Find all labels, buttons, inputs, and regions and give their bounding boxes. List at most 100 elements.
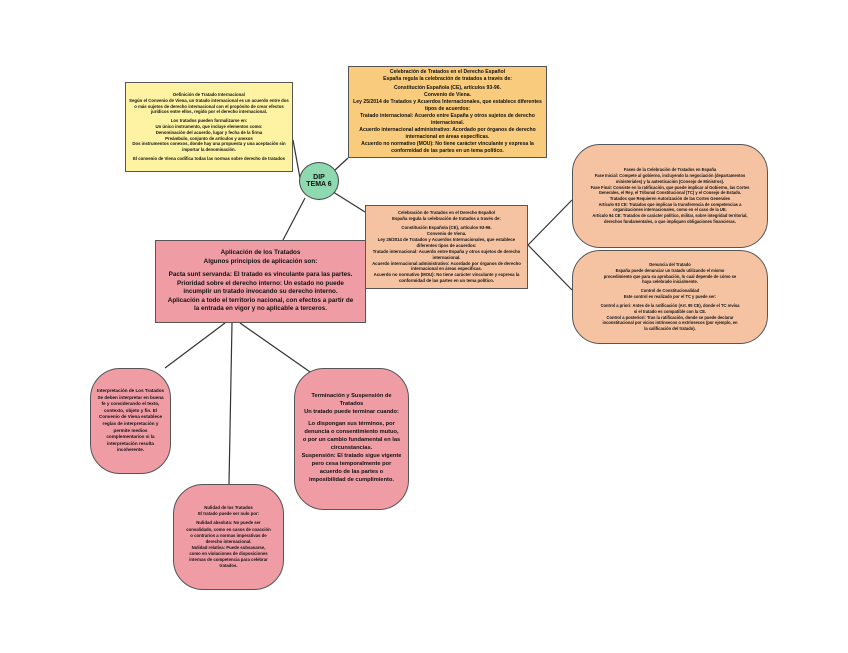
node-line: Un único instrumento, que incluye elemen… bbox=[155, 124, 263, 130]
node-line: inconstitucional por vicios intrínsecos … bbox=[602, 320, 738, 326]
node-line: Nulidad absoluta: No puede ser bbox=[196, 520, 261, 526]
connector-celebracion-fases bbox=[527, 199, 573, 246]
interpretacion-node[interactable]: Interpretación de Los Tratados Se deben … bbox=[90, 368, 171, 474]
node-line: Ley 25/2014 de Tratados y Acuerdos Inter… bbox=[353, 98, 542, 105]
node-line: permite medios bbox=[113, 427, 148, 433]
node-line: Denuncia del Tratado bbox=[649, 262, 691, 268]
fases-node[interactable]: Fases de la Celebración de Tratados en E… bbox=[572, 144, 768, 248]
node-line: importar la denominación. bbox=[182, 146, 236, 152]
aplicacion-node[interactable]: Aplicación de los Tratados Algunos princ… bbox=[155, 240, 366, 323]
node-line: Suspensión: El tratado sigue vigente bbox=[301, 453, 402, 460]
node-line: Definición de Tratado Internacional bbox=[173, 92, 245, 98]
node-line: la calificación del tratado). bbox=[644, 326, 696, 331]
connector-root-aplicacion bbox=[282, 197, 306, 241]
node-line: o por un cambio fundamental en las bbox=[302, 437, 401, 444]
node-line: contexto, objeto y fin. El bbox=[103, 407, 158, 413]
node-line: Acuerdo internacional administrativo: Ac… bbox=[372, 260, 521, 266]
node-line: internacional en áreas específicas. bbox=[411, 266, 482, 272]
node-line: como en violaciones de disposiciones bbox=[189, 550, 268, 556]
node-line: Pacta sunt servanda: El tratado es vincu… bbox=[168, 271, 353, 279]
node-line: Se deben interpretar en buena bbox=[97, 394, 164, 400]
node-line: conformidad de las partes en un tema pol… bbox=[391, 147, 504, 154]
node-line: incumplir un tratado invocando su derech… bbox=[183, 288, 338, 296]
terminacion-node[interactable]: Terminación y Suspensión de Tratados Un … bbox=[294, 368, 409, 510]
node-line: Según el Convenio de Viena, un tratado i… bbox=[129, 98, 289, 104]
node-line: Los tratados pueden formalizarse en: bbox=[170, 118, 248, 124]
node-line: Constitución Española (CE), artículos 93… bbox=[394, 84, 501, 91]
node-line: Preámbulo, conjunto de artículos y anexo… bbox=[165, 135, 253, 141]
node-line: Ley 25/2014 de Tratados y Acuerdos Inter… bbox=[377, 236, 516, 242]
node-line: Nulidad relativa: Puede subsanarse, bbox=[191, 544, 266, 550]
connector-root-celebracion-top bbox=[334, 157, 349, 171]
node-line: Algunos principios de aplicación son: bbox=[203, 257, 318, 265]
node-line: tratados. bbox=[219, 563, 238, 569]
node-line: Este control es realizado por el TC y pu… bbox=[623, 294, 717, 300]
node-line: conformidad de las partes en un tema pol… bbox=[398, 278, 495, 284]
node-line: Artículo 93 CE: Tratados que implican la… bbox=[598, 201, 742, 207]
node-line: Tratados bbox=[339, 400, 364, 407]
denuncia-node[interactable]: Denuncia del Tratado España puede denunc… bbox=[572, 250, 768, 344]
node-line: internacional. bbox=[430, 119, 465, 126]
node-line: Constitución Española (CE), artículos 93… bbox=[401, 225, 492, 231]
node-line: convalidado, como en casos de coacción bbox=[186, 526, 271, 532]
node-line: acuerdo de las partes o bbox=[319, 469, 384, 476]
node-line: España regula la celebración de tratados… bbox=[392, 215, 501, 221]
connector-celebracion-denuncia bbox=[527, 244, 573, 291]
node-line: ministeriales) y la autenticación (Conse… bbox=[615, 178, 725, 184]
node-line: Terminación y Suspensión de bbox=[311, 392, 392, 399]
node-line: tipos de acuerdos: bbox=[424, 105, 471, 112]
node-line: internacional en áreas específicas. bbox=[405, 133, 490, 140]
node-line: derechos fundamentales, o que impliquen … bbox=[604, 218, 736, 224]
node-line: Aplicación de los Tratados bbox=[220, 249, 301, 257]
node-line: reglas de interpretación y bbox=[102, 421, 159, 426]
node-line: Lo dispongan sus términos, por bbox=[308, 421, 395, 428]
node-line: Prioridad sobre el derecho interno: Un e… bbox=[177, 279, 344, 287]
node-line: Nulidad de los Tratados bbox=[204, 504, 253, 510]
node-line: El tratado puede ser nulo por: bbox=[197, 510, 260, 516]
celebracion-mid-node[interactable]: Celebración de Tratados en el Derecho Es… bbox=[365, 205, 528, 289]
node-line: complementarios si la bbox=[106, 434, 155, 440]
node-line: interpretación resulta bbox=[107, 440, 154, 446]
connector-aplicacion-interpretacion bbox=[164, 322, 226, 369]
root-node[interactable]: DIP TEMA 6 bbox=[299, 162, 339, 200]
node-line: Acuerdo no normativo (MOU): No tiene car… bbox=[361, 140, 534, 147]
node-line: incoherente. bbox=[116, 447, 145, 453]
node-line: Fase Inicial: Compete al gobierno, inclu… bbox=[594, 173, 746, 179]
node-line: Interpretación de Los Tratados bbox=[96, 388, 165, 394]
node-line: Artículo 94 CE: Tratados de carácter pol… bbox=[592, 213, 748, 219]
node-line: fe y considerando el texto, bbox=[101, 401, 160, 407]
node-line: internas de competencia para celebrar bbox=[189, 557, 268, 562]
node-line: la entrada en vigor y no aplicable a ter… bbox=[194, 305, 327, 313]
node-line: Control de Constitucionalidad bbox=[640, 288, 700, 294]
node-line: Dos instrumentos conexos, donde hay una … bbox=[132, 141, 286, 147]
node-line: pero cesa temporalmente por bbox=[311, 461, 392, 468]
node-line: internacional. bbox=[432, 254, 461, 260]
node-line: jurídicos entre ellos, regido por el der… bbox=[150, 109, 268, 115]
node-line: si el tratado es compatible con la CE. bbox=[633, 308, 707, 314]
node-line: Un tratado puede terminar cuando: bbox=[304, 408, 399, 415]
celebracion-top-node[interactable]: Celebración de Tratados en el Derecho Es… bbox=[348, 66, 547, 158]
node-line: derecho internacional. bbox=[205, 538, 252, 544]
definicion-node[interactable]: Definición de Tratado Internacional Segú… bbox=[125, 82, 293, 172]
node-line: o más sujetos de derecho internacional c… bbox=[134, 103, 284, 109]
node-line: denuncia o consentimiento mutuo, bbox=[304, 429, 399, 436]
root-line: TEMA 6 bbox=[306, 181, 332, 188]
node-line: España puede denunciar un tratado utiliz… bbox=[615, 268, 725, 273]
node-line: imposibilidad de cumplimiento. bbox=[308, 477, 394, 484]
node-line: Generales, el Rey, el Tribunal Constituc… bbox=[598, 190, 742, 196]
node-line: España regula la celebración de tratados… bbox=[383, 76, 512, 83]
node-line: Convenio de Viena. bbox=[424, 91, 471, 98]
node-line: Control a priori: Antes de la ratificaci… bbox=[600, 303, 740, 309]
node-line: procedimiento que para su aprobación, lo… bbox=[603, 273, 737, 279]
node-line: Tratado internacional: Acuerdo entre Esp… bbox=[360, 112, 535, 119]
node-line: diferentes tipos de acuerdos: bbox=[416, 242, 477, 248]
nulidad-node[interactable]: Nulidad de los Tratados El tratado puede… bbox=[173, 484, 284, 590]
node-line: Celebración de Tratados en el Derecho Es… bbox=[389, 69, 506, 75]
node-line: Convenio de Viena establece bbox=[98, 414, 163, 420]
node-line: Fase Final: Consiste en la ratificación,… bbox=[590, 184, 750, 190]
root-line: DIP bbox=[313, 174, 325, 181]
node-line: Acuerdo internacional administrativo: Ac… bbox=[359, 126, 536, 133]
connector-aplicacion-terminacion bbox=[239, 322, 314, 375]
connector-root-definicion bbox=[292, 139, 301, 179]
